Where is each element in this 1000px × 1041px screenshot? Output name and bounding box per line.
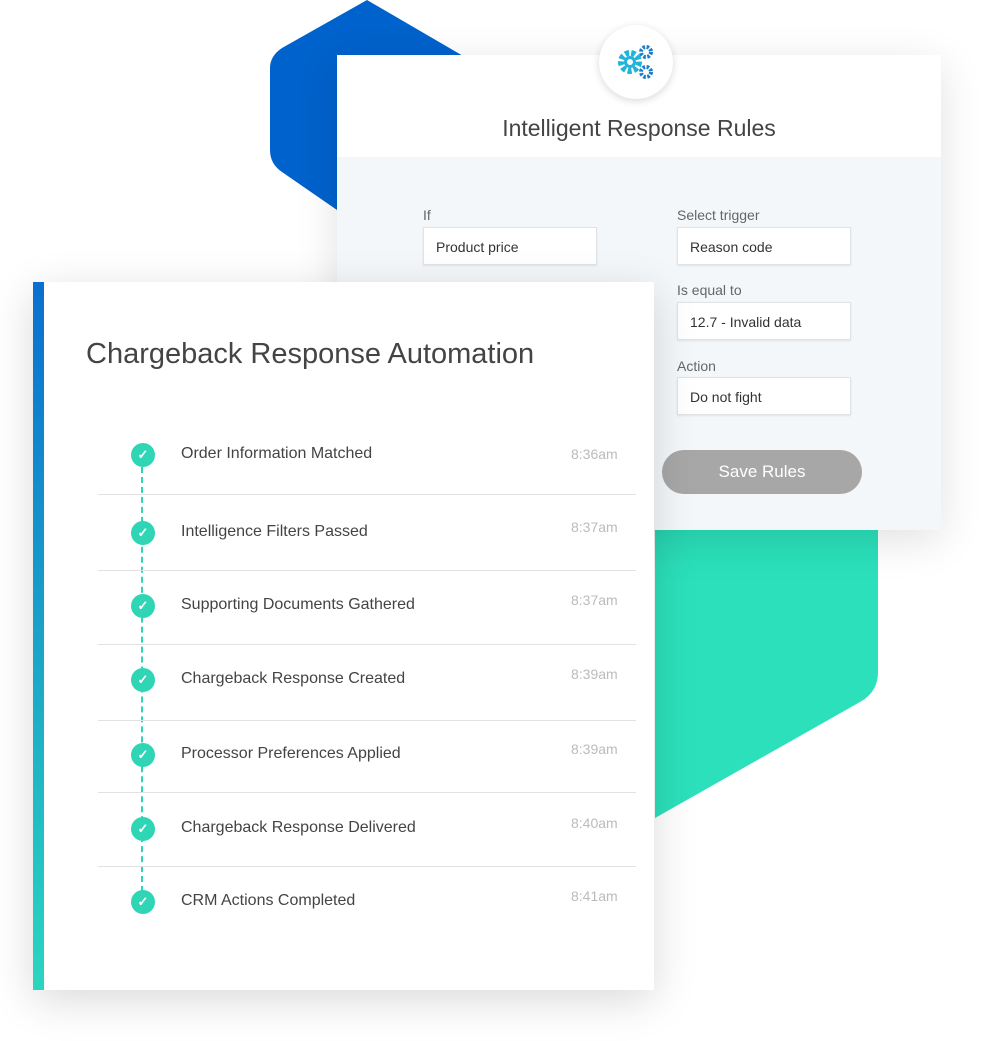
if-field[interactable]: Product price (423, 227, 597, 265)
equal-field[interactable]: 12.7 - Invalid data (677, 302, 851, 340)
action-label: Action (677, 358, 716, 374)
gears-icon (599, 25, 673, 99)
divider (98, 570, 636, 571)
divider (98, 720, 636, 721)
divider (98, 494, 636, 495)
check-icon: ✓ (131, 443, 155, 467)
step-time: 8:37am (571, 519, 618, 535)
check-icon: ✓ (131, 817, 155, 841)
step-time: 8:39am (571, 666, 618, 682)
trigger-select[interactable]: Reason code (677, 227, 851, 265)
check-icon: ✓ (131, 594, 155, 618)
divider (98, 866, 636, 867)
step-time: 8:36am (571, 446, 618, 462)
automation-title: Chargeback Response Automation (86, 338, 535, 370)
check-icon: ✓ (131, 743, 155, 767)
step-time: 8:41am (571, 888, 618, 904)
if-label: If (423, 207, 431, 223)
check-icon: ✓ (131, 521, 155, 545)
teal-shape (655, 520, 878, 818)
check-icon: ✓ (131, 668, 155, 692)
step-label: Chargeback Response Delivered (181, 819, 416, 836)
chargeback-automation-panel: Chargeback Response Automation ✓ Order I… (33, 282, 654, 990)
equal-label: Is equal to (677, 282, 742, 298)
step-label: Chargeback Response Created (181, 670, 406, 687)
step-time: 8:39am (571, 741, 618, 757)
accent-bar (33, 282, 44, 990)
step-label: CRM Actions Completed (181, 892, 356, 909)
step-label: Order Information Matched (181, 445, 373, 462)
divider (98, 792, 636, 793)
trigger-label: Select trigger (677, 207, 760, 223)
action-select[interactable]: Do not fight (677, 377, 851, 415)
rules-title: Intelligent Response Rules (502, 115, 776, 141)
check-icon: ✓ (131, 890, 155, 914)
step-time: 8:37am (571, 592, 618, 608)
step-label: Processor Preferences Applied (181, 745, 401, 762)
step-time: 8:40am (571, 815, 618, 831)
save-rules-button[interactable]: Save Rules (662, 450, 862, 494)
step-label: Supporting Documents Gathered (181, 596, 415, 613)
divider (98, 644, 636, 645)
step-label: Intelligence Filters Passed (181, 523, 368, 540)
